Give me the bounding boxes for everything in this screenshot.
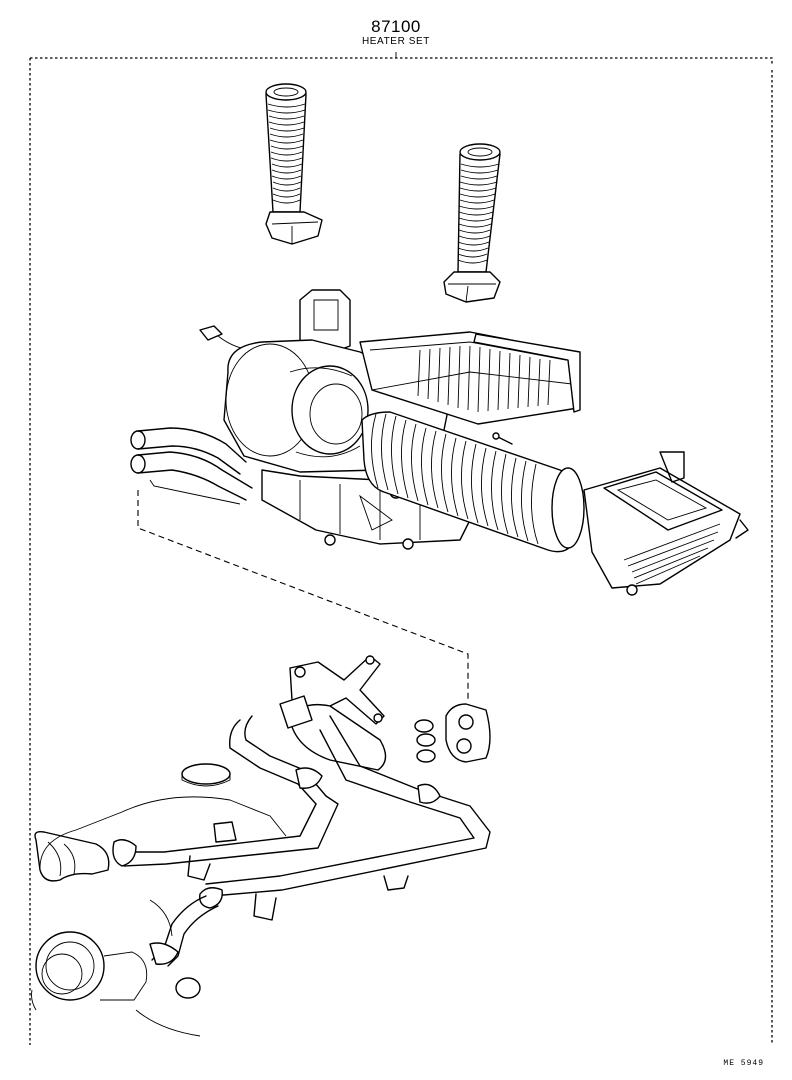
defroster-duct-right: [443, 143, 501, 303]
water-valve-assembly: [279, 655, 387, 771]
hose-clamps: [414, 719, 436, 763]
assembly-frame: [29, 57, 773, 1045]
drawing-code: ME 5949: [723, 1059, 764, 1068]
air-inlet-duct: [583, 451, 749, 596]
heater-core-pipes: [130, 427, 253, 505]
relation-line: [137, 490, 469, 700]
part-number: 87100: [371, 17, 421, 36]
defroster-duct-left: [265, 83, 323, 245]
title-block: 87100 HEATER SET: [0, 17, 792, 48]
grommet: [445, 703, 491, 763]
part-name: HEATER SET: [361, 36, 431, 47]
heater-hoses: [112, 715, 491, 967]
air-intake-hose: [361, 411, 585, 553]
engine-outline: [31, 763, 287, 1037]
